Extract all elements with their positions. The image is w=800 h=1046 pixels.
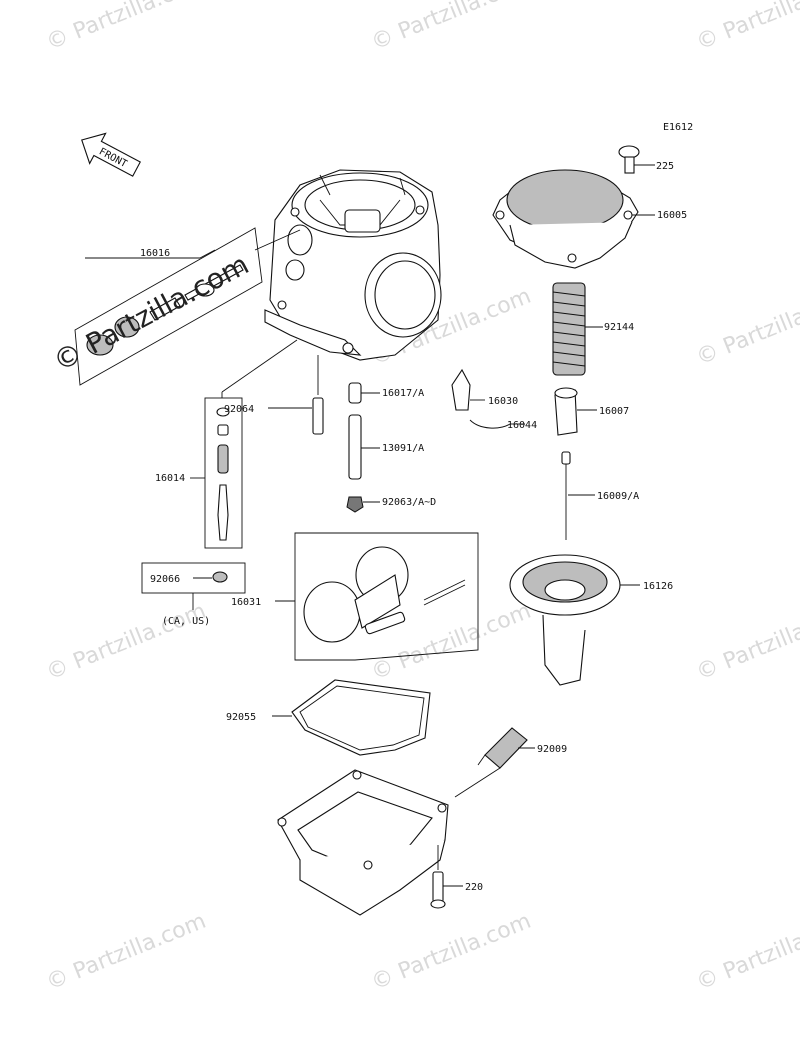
part-float-valve-group: [451, 368, 525, 429]
watermark: © Partzilla.com: [368, 599, 535, 686]
label-92064: 92064: [224, 404, 254, 415]
part-16005-shape: [492, 169, 655, 269]
label-16005: 16005: [657, 210, 687, 221]
partzilla-inline-watermark: © Partzilla.com: [48, 248, 254, 379]
watermark: © Partzilla.com: [693, 0, 800, 56]
label-225: 225: [656, 161, 674, 172]
label-16017: 16017/A: [382, 388, 424, 399]
part-225-shape: [618, 145, 655, 174]
front-arrow-icon: FRONT: [81, 132, 141, 177]
part-labels: 225 16005 16016 92144 16017/A 16030 9206…: [140, 161, 687, 893]
label-16009: 16009/A: [597, 491, 639, 502]
carburetor-body: [264, 169, 442, 361]
label-92066-note: (CA, US): [162, 616, 210, 627]
part-main-jet-group: [346, 382, 380, 513]
label-92063: 92063/A~D: [382, 497, 436, 508]
label-13091: 13091/A: [382, 443, 424, 454]
watermark: © Partzilla.com: [693, 599, 800, 686]
label-16016: 16016: [140, 248, 170, 259]
part-16016-group: © Partzilla.com: [48, 227, 301, 386]
part-92144-spring: [552, 282, 603, 376]
watermark: © Partzilla.com: [368, 909, 535, 996]
label-16031: 16031: [231, 597, 261, 608]
watermark: © Partzilla.com: [43, 599, 210, 686]
part-16031-group: [275, 532, 479, 661]
watermark: © Partzilla.com: [693, 284, 800, 371]
watermark: © Partzilla.com: [43, 0, 210, 56]
label-92144: 92144: [604, 322, 634, 333]
part-92066-group: [141, 562, 246, 610]
part-16009-needle: [561, 451, 595, 540]
part-92064-shape: [268, 355, 324, 435]
label-16126: 16126: [643, 581, 673, 592]
label-92009: 92009: [537, 744, 567, 755]
watermark: © Partzilla.com: [368, 0, 535, 56]
part-92009-shape: [477, 727, 535, 769]
part-float-bowl: [277, 767, 501, 916]
part-16014-group: [190, 339, 298, 549]
label-92066: 92066: [150, 574, 180, 585]
part-92055-gasket: [272, 679, 431, 756]
label-16044: 16044: [507, 420, 537, 431]
label-92055: 92055: [226, 712, 256, 723]
label-220: 220: [465, 882, 483, 893]
part-16007-shape: [554, 387, 597, 436]
watermark: © Partzilla.com: [43, 909, 210, 996]
watermark: © Partzilla.com: [693, 909, 800, 996]
label-16014: 16014: [155, 473, 185, 484]
part-16126-shape: [509, 554, 640, 686]
diagram-code: E1612: [663, 122, 693, 133]
label-16007: 16007: [599, 406, 629, 417]
label-16030: 16030: [488, 396, 518, 407]
part-220-shape: [430, 845, 463, 909]
